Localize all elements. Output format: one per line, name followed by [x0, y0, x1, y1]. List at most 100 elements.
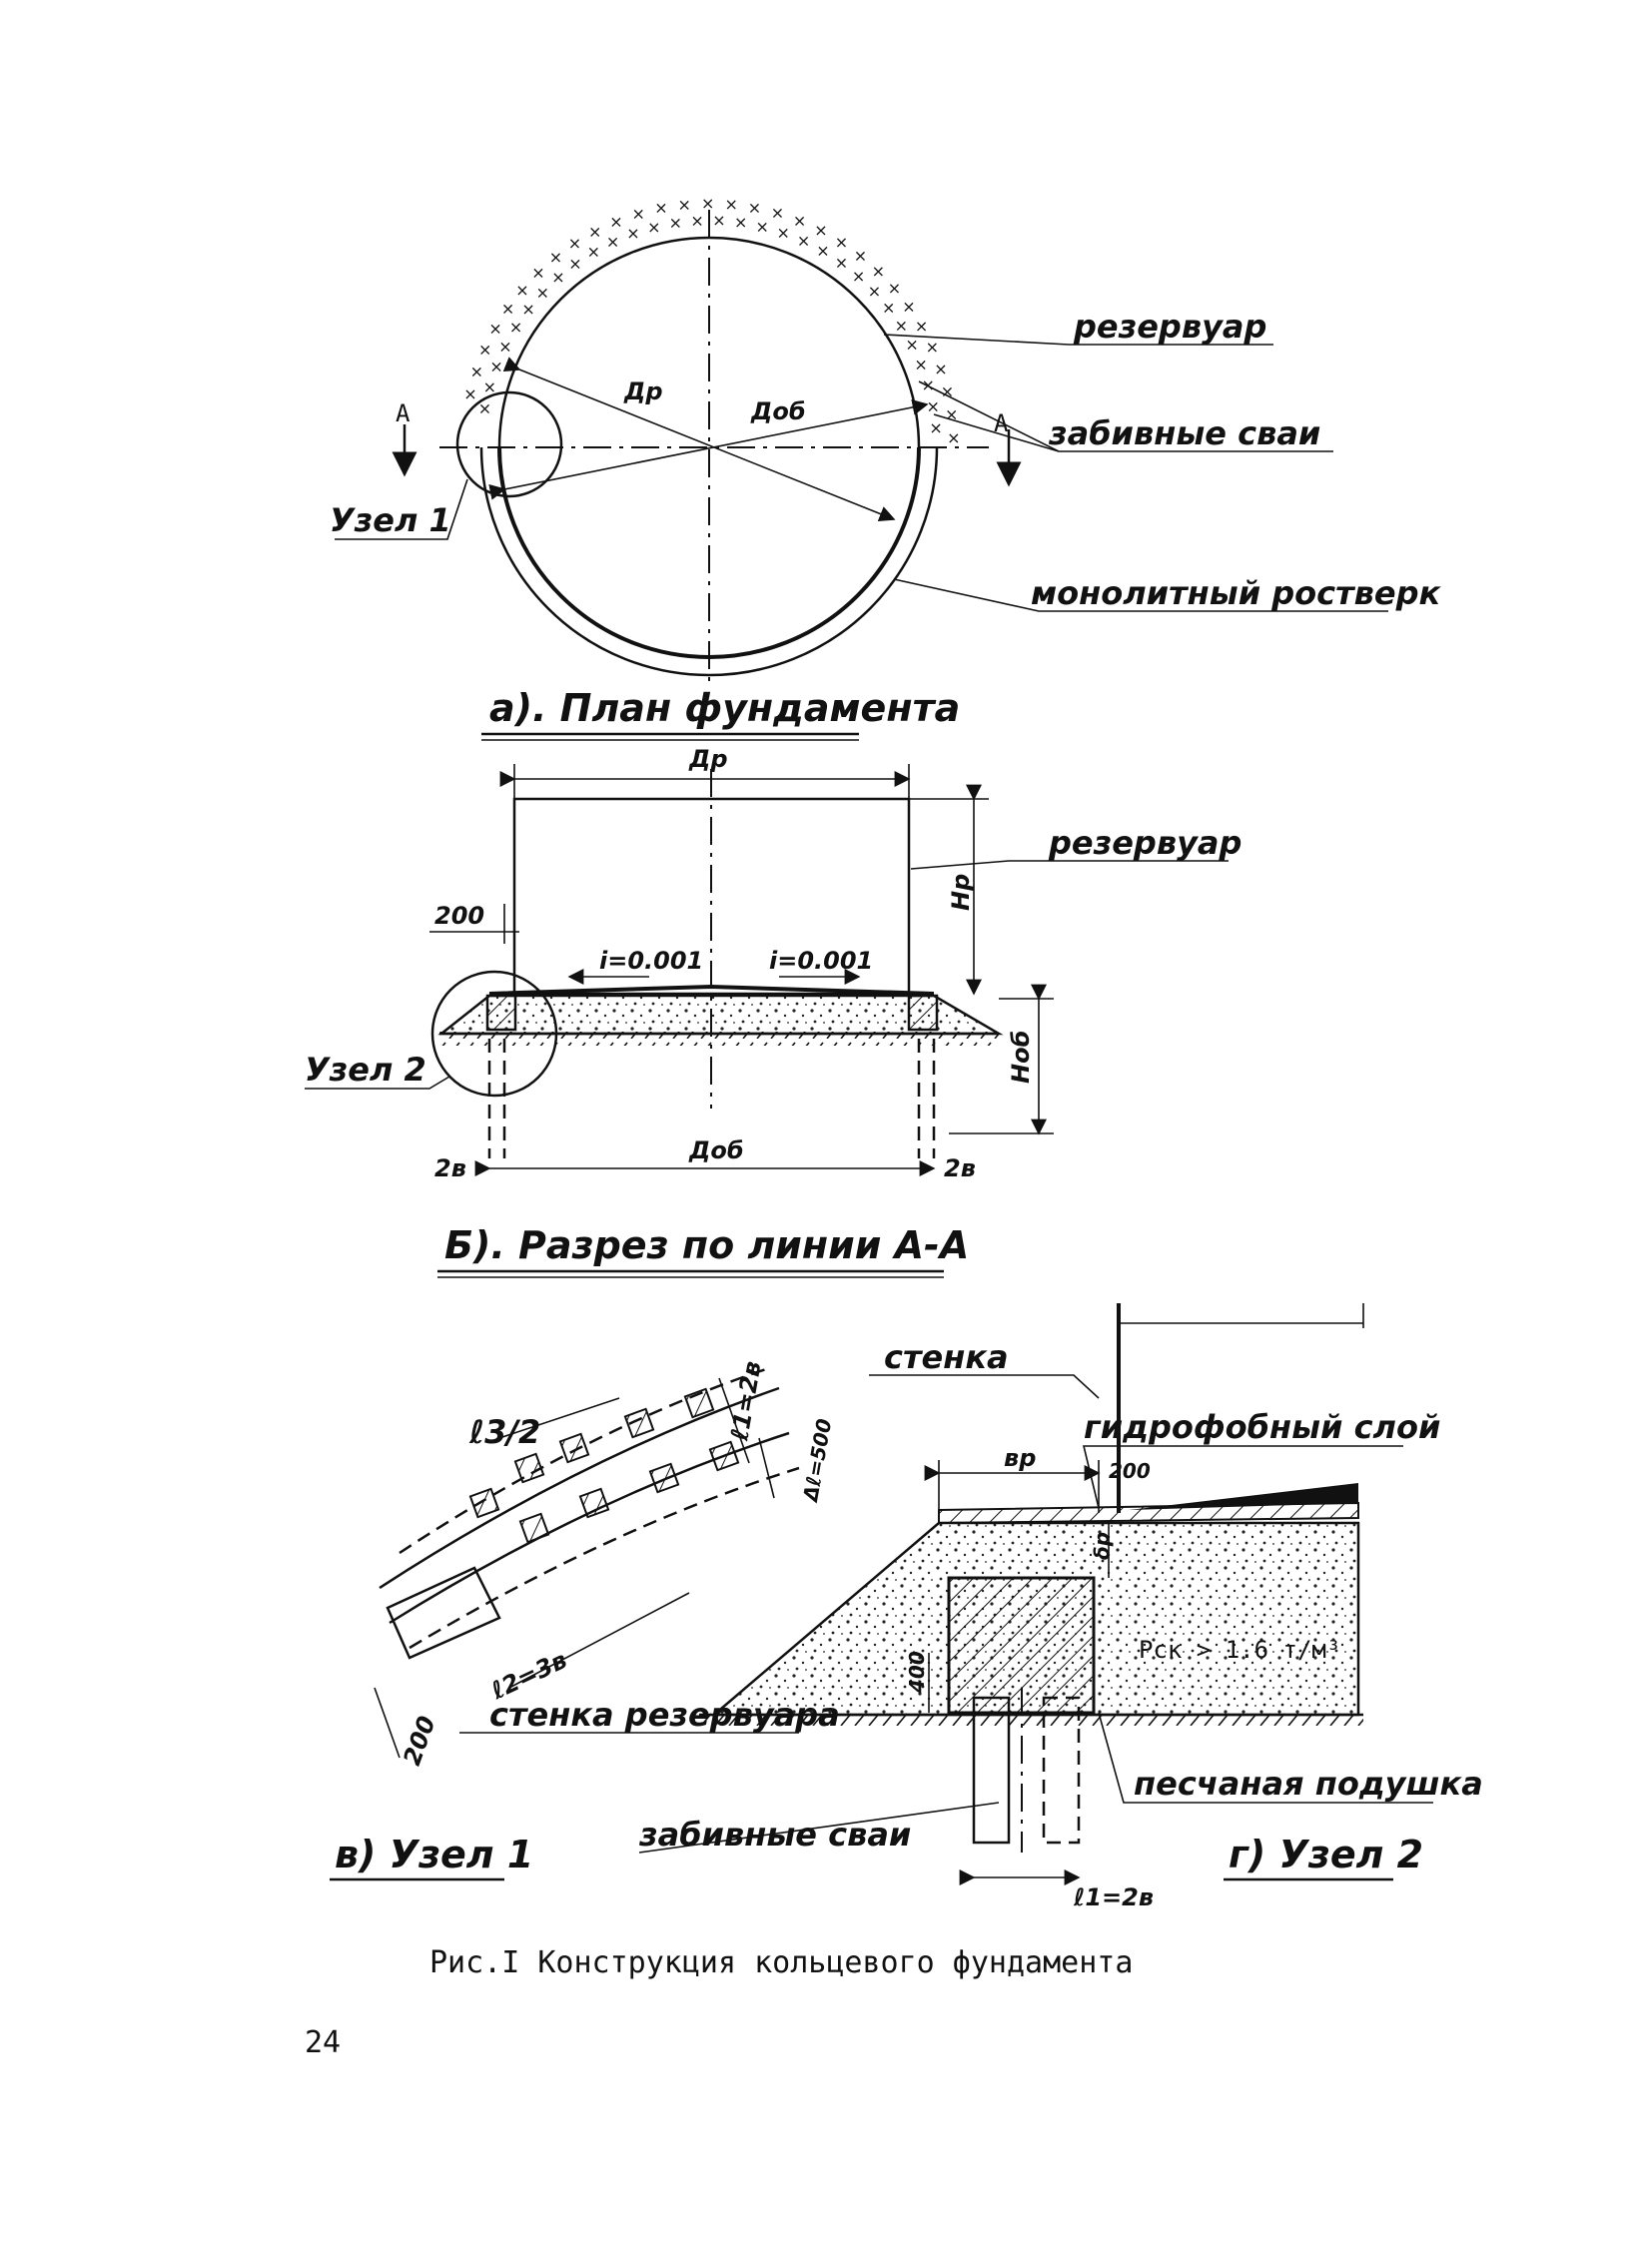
node2-wall-leader	[869, 1374, 1100, 1399]
node1-dim-delta	[758, 1437, 775, 1499]
dob-label: Доб	[750, 397, 806, 425]
pile-cross: ×	[521, 300, 534, 319]
node2-callout-circle	[430, 970, 558, 1098]
pile-cross: ×	[463, 384, 476, 403]
reservoir-leader	[883, 334, 1273, 346]
node1-dim-l3	[498, 1397, 620, 1439]
node2-label: Узел 2	[305, 1051, 426, 1089]
node1-callout-circle	[455, 390, 563, 498]
node1-pile-row-2	[409, 1466, 800, 1650]
pile-cross: ×	[905, 336, 918, 355]
node1-dim-l1	[718, 1377, 750, 1464]
pile-cross: ×	[793, 211, 806, 230]
node2-hydro-label: гидрофобный слой	[1084, 1408, 1440, 1446]
pile-cross: ×	[835, 253, 848, 272]
pile-cross: ×	[515, 281, 528, 300]
pile-cross: ×	[947, 428, 960, 447]
node1-pile-square	[513, 1452, 545, 1484]
pile-cross: ×	[701, 194, 714, 213]
node2-title: г) Узел 2	[1229, 1833, 1423, 1876]
pile-cross: ×	[478, 341, 491, 360]
dr-diameter-line	[502, 357, 896, 522]
plan-title: а). План фундамента	[489, 686, 960, 730]
node1-200-label: 200	[398, 1713, 440, 1770]
pile-cross: ×	[626, 224, 639, 243]
pile-cross: ×	[606, 232, 619, 251]
dim-2b-right: 2в	[944, 1154, 976, 1182]
pile-cross: ×	[934, 360, 947, 378]
pile-cross: ×	[470, 363, 483, 381]
node2-dp-label: δр	[1090, 1532, 1114, 1560]
pile-cross: ×	[677, 195, 690, 214]
pile-cross: ×	[835, 233, 848, 252]
pile-cross: ×	[509, 318, 522, 337]
node1-dim-l2	[508, 1592, 690, 1689]
page-number: 24	[305, 2025, 341, 2060]
node1-pile-square	[648, 1462, 680, 1494]
pile-cross: ×	[895, 317, 908, 336]
pile-cross: ×	[915, 317, 928, 336]
pile-cross: ×	[631, 205, 644, 224]
node2-bottom-wedge	[1129, 1483, 1358, 1510]
node2-200-label: 200	[1109, 1459, 1151, 1483]
pile-cross: ×	[483, 377, 496, 396]
section-dr-label: Др	[688, 745, 728, 773]
section-reservoir-leader	[910, 860, 1229, 870]
pile-cross: ×	[868, 282, 881, 301]
grillage-label: монолитный ростверк	[1031, 574, 1442, 612]
hob-label: Hоб	[1007, 1031, 1035, 1084]
pile-cross: ×	[797, 232, 810, 251]
pile-cross: ×	[926, 338, 939, 357]
pile-cross: ×	[478, 398, 491, 417]
pile-cross: ×	[926, 397, 939, 416]
node2-pile-right	[1042, 1696, 1081, 1845]
pile-cross: ×	[690, 211, 703, 230]
pile-cross: ×	[549, 248, 562, 267]
pile-cross: ×	[814, 221, 827, 240]
node2-bottom-plate	[938, 1501, 1359, 1525]
pile-cross: ×	[852, 267, 865, 286]
node1-delta-label: Δℓ=500	[798, 1417, 836, 1505]
pile-cross: ×	[498, 337, 511, 356]
node2-bp-label: вр	[1004, 1444, 1036, 1472]
pile-cross: ×	[776, 223, 789, 242]
node1-dim-200	[374, 1687, 401, 1759]
pile-cross: ×	[914, 355, 927, 374]
node2-sand-label: песчаная подушка	[1134, 1765, 1483, 1803]
dob-section-label: Доб	[688, 1136, 744, 1164]
node1-l1-label: ℓ1=2в	[725, 1359, 767, 1444]
slope-left-label: i=0.001	[599, 947, 703, 975]
pile-cross: ×	[587, 243, 600, 262]
dob-diameter-line	[488, 398, 929, 500]
pile-cross: ×	[501, 300, 514, 319]
hr-label: Hр	[947, 874, 975, 911]
dr-label: Др	[623, 377, 663, 405]
pile-cross: ×	[669, 214, 682, 233]
figure-caption: Рис.I Конструкция кольцевого фундамента	[429, 1945, 1133, 1980]
grillage-leader	[893, 578, 1388, 612]
node2-density-label: Рск > 1.6 т/м³	[1139, 1636, 1340, 1664]
node1-pile-square	[558, 1432, 590, 1464]
pile-cross: ×	[724, 195, 737, 214]
node1-pile-row-1	[399, 1366, 770, 1555]
piles-label: забивные сваи	[1048, 414, 1320, 452]
pile-cross: ×	[816, 242, 829, 261]
plan-view: ××××××××××××××××××××××××××××××××××××××××…	[330, 194, 1442, 741]
pile-cross: ×	[771, 204, 784, 223]
pile-cross: ×	[902, 297, 915, 316]
pile-cross: ×	[872, 262, 885, 281]
node1-title: в) Узел 1	[335, 1833, 533, 1876]
section-reservoir-label: резервуар	[1048, 824, 1241, 862]
grillage-outer-arc	[479, 446, 939, 677]
pile-cross: ×	[588, 222, 601, 241]
section-mark-left: А	[396, 399, 411, 427]
pile-cross: ×	[748, 198, 761, 217]
node1-piles	[468, 1387, 740, 1544]
node1-label: Узел 1	[330, 501, 451, 539]
pile-cross: ×	[882, 299, 895, 318]
piles-leader-2	[933, 413, 1060, 452]
node2-piles-label: забивные сваи	[638, 1816, 911, 1854]
node2-hydro-leader	[1082, 1445, 1403, 1509]
pile-cross: ×	[929, 418, 942, 437]
node1-wall-outer	[379, 1386, 780, 1590]
